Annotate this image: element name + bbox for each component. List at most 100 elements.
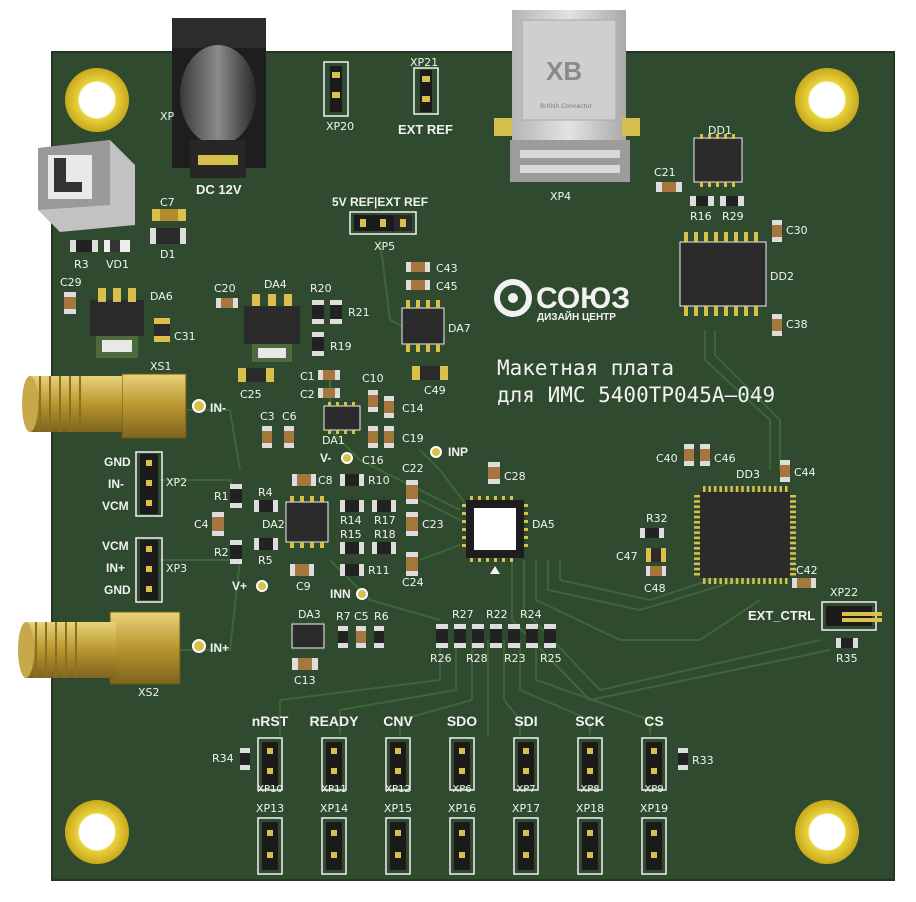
svg-text:GND: GND [104, 455, 131, 469]
svg-text:XP22: XP22 [830, 586, 858, 599]
svg-text:C8: C8 [318, 474, 333, 487]
brand-logo: СОЮЗ ДИЗАЙН ЦЕНТР [494, 279, 630, 323]
svg-text:R14: R14 [340, 514, 362, 527]
svg-text:C43: C43 [436, 262, 458, 275]
signal-label: SDO [447, 713, 477, 729]
svg-text:IN-: IN- [210, 401, 226, 415]
header-ref: XP17 [512, 802, 540, 815]
header-ref: XP10 [257, 784, 283, 795]
svg-text:C9: C9 [296, 580, 311, 593]
svg-text:R11: R11 [368, 564, 390, 577]
svg-text:DA2: DA2 [262, 518, 285, 531]
signal-label: CNV [383, 713, 413, 729]
header-ref: XP7 [516, 784, 535, 795]
chip-dd2: DD2 C30 C38 [679, 220, 808, 336]
svg-text:R6: R6 [374, 610, 389, 623]
header-ref: XP11 [321, 784, 347, 795]
ground-header-row: XP13 XP14 XP15 XP16 XP17 XP18 XP19 [256, 802, 668, 875]
header-ref: XP6 [452, 784, 471, 795]
ground-header: XP14 [320, 802, 348, 875]
svg-text:GND: GND [104, 583, 131, 597]
svg-text:DA7: DA7 [448, 322, 471, 335]
svg-text:C48: C48 [644, 582, 666, 595]
header-ref: XP12 [385, 784, 411, 795]
ground-header: XP17 [512, 802, 540, 875]
svg-text:V-: V- [320, 451, 331, 465]
svg-text:C21: C21 [654, 166, 676, 179]
svg-text:R3: R3 [74, 258, 89, 271]
svg-text:R23: R23 [504, 652, 526, 665]
svg-text:C3: C3 [260, 410, 275, 423]
mounting-holes [65, 68, 859, 864]
opamp-da7-area: C43 C45 DA7 C49 [401, 262, 471, 397]
svg-text:R29: R29 [722, 210, 744, 223]
signal-label: nRST [252, 713, 289, 729]
svg-text:C5: C5 [354, 610, 369, 623]
svg-text:R27: R27 [452, 608, 474, 621]
rj45-brand: British Connector [540, 103, 593, 110]
svg-text:C47: C47 [616, 550, 638, 563]
svg-text:R24: R24 [520, 608, 542, 621]
board-title-line1: Макетная плата [497, 356, 674, 380]
signal-label: SDI [514, 713, 537, 729]
ground-header: XP15 [384, 802, 412, 875]
header-xp3: VCM IN+ GND XP3 [102, 537, 187, 603]
header-xp2: GND IN- VCM XP2 [102, 451, 187, 517]
chip-dd3: C40 C46 DD3 C44 R32 C47 C48 C42 [616, 444, 818, 595]
svg-text:DA6: DA6 [150, 290, 173, 303]
svg-text:INP: INP [448, 445, 468, 459]
svg-text:V+: V+ [232, 579, 247, 593]
svg-text:VD1: VD1 [106, 258, 129, 271]
svg-text:R4: R4 [258, 486, 273, 499]
svg-text:C20: C20 [214, 282, 236, 295]
regulator-da6: C29 DA6 C31 [60, 276, 196, 358]
chip-dd1: DD1 [693, 124, 743, 187]
svg-text:XP3: XP3 [166, 562, 187, 575]
dc-power-jack: XP DC 12V [160, 18, 266, 197]
header-xp22: XP22 EXT_CTRL R35 [748, 586, 882, 665]
svg-text:5V REF|EXT REF: 5V REF|EXT REF [332, 195, 428, 209]
svg-text:R20: R20 [310, 282, 332, 295]
svg-text:C44: C44 [794, 466, 816, 479]
ground-header: XP18 [576, 802, 604, 875]
header-sdo: SDO XP6 [447, 713, 477, 795]
board-title: Макетная плата для ИМС 5400ТР045А–049 [497, 356, 775, 407]
svg-text:IN+: IN+ [106, 561, 125, 575]
svg-text:C29: C29 [60, 276, 82, 289]
svg-text:DA4: DA4 [264, 278, 287, 291]
header-ref: XP18 [576, 802, 604, 815]
svg-text:INN: INN [330, 587, 351, 601]
svg-text:DA1: DA1 [322, 434, 345, 447]
regulator-da4: C20 DA4 R20 R21 R19 C25 [214, 278, 370, 401]
ext-ref-label: EXT REF [398, 122, 453, 137]
series-resistors: R27 R22 R24 R26 R28 R23 R25 [430, 608, 562, 665]
svg-text:C46: C46 [714, 452, 736, 465]
svg-text:C14: C14 [402, 402, 424, 415]
svg-text:EXT_CTRL: EXT_CTRL [748, 608, 815, 623]
svg-text:R34: R34 [212, 752, 234, 765]
passives-dd1-area: C21 R16 R29 [654, 166, 744, 223]
svg-text:R5: R5 [258, 554, 273, 567]
svg-text:R35: R35 [836, 652, 858, 665]
svg-text:C13: C13 [294, 674, 316, 687]
svg-text:C28: C28 [504, 470, 526, 483]
header-ref: XP9 [644, 784, 663, 795]
rj45-connector: XB British Connector XP4 [494, 10, 640, 203]
header-nrst: nRST XP10 [252, 713, 289, 795]
sma-connector-xs2: XS2 IN+ [18, 611, 229, 699]
svg-text:R18: R18 [374, 528, 396, 541]
svg-text:C7: C7 [160, 196, 175, 209]
svg-text:XP2: XP2 [166, 476, 187, 489]
pcb-board [52, 52, 894, 880]
svg-text:VCM: VCM [102, 539, 129, 553]
svg-text:DD3: DD3 [736, 468, 760, 481]
brand-tagline: ДИЗАЙН ЦЕНТР [537, 310, 616, 323]
svg-text:C23: C23 [422, 518, 444, 531]
svg-text:C22: C22 [402, 462, 424, 475]
svg-text:R16: R16 [690, 210, 712, 223]
header-sdi: SDI XP7 [513, 713, 539, 795]
svg-text:C38: C38 [786, 318, 808, 331]
